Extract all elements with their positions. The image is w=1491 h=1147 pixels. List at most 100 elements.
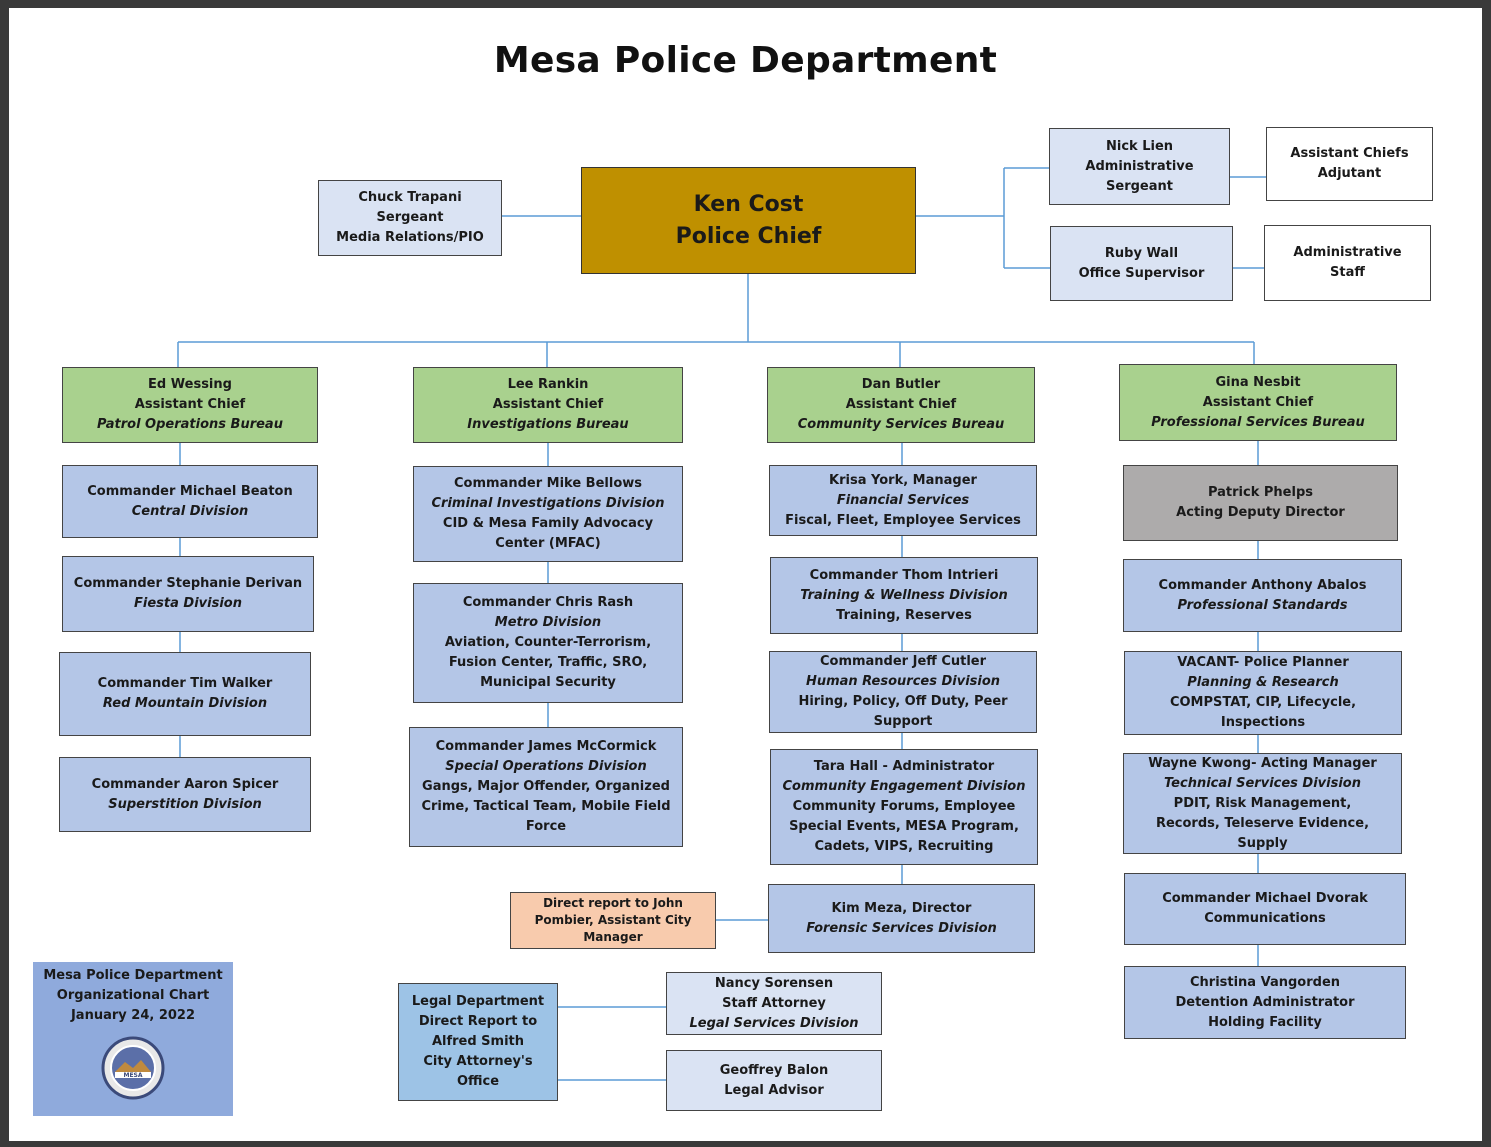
patrol-assistant-chief-box: Ed Wessing Assistant Chief Patrol Operat… bbox=[62, 367, 318, 443]
direct-report-box: Direct report to John Pombier, Assistant… bbox=[510, 892, 716, 949]
patrol-unit-box: Commander Aaron Spicer Superstition Divi… bbox=[59, 757, 311, 832]
administrator-name: Tara Hall - Administrator bbox=[813, 759, 995, 774]
division-name: Central Division bbox=[131, 503, 249, 519]
admin-sergeant-box: Nick Lien Administrative Sergeant bbox=[1049, 128, 1230, 205]
unit-detail: Hiring, Policy, Off Duty, Peer bbox=[798, 694, 1008, 709]
legal-line: Legal Department bbox=[411, 994, 545, 1009]
patrol-chief-title: Assistant Chief bbox=[134, 397, 246, 412]
commander-name: Commander Thom Intrieri bbox=[809, 567, 999, 583]
unit-detail: Training, Reserves bbox=[836, 607, 972, 623]
investigations-unit-box: Commander James McCormick Special Operat… bbox=[409, 727, 683, 847]
adjutant-line1: Assistant Chiefs bbox=[1290, 146, 1409, 161]
info-line: Organizational Chart bbox=[56, 988, 210, 1003]
community-unit-box: Commander Jeff Cutler Human Resources Di… bbox=[769, 651, 1037, 733]
unit-detail: Special Events, MESA Program, bbox=[789, 819, 1019, 834]
admin-sergeant-title: Administrative bbox=[1085, 158, 1194, 174]
division-name: Special Operations Division bbox=[445, 759, 647, 774]
chief-name: Ken Cost bbox=[693, 191, 804, 217]
investigations-chief-name: Lee Rankin bbox=[507, 377, 589, 392]
community-assistant-chief-box: Dan Butler Assistant Chief Community Ser… bbox=[767, 367, 1035, 443]
unit-detail: Gangs, Major Offender, Organized bbox=[422, 779, 670, 794]
legal-line: Office bbox=[456, 1074, 500, 1089]
direct-report-line: Manager bbox=[583, 930, 643, 944]
division-name: Professional Standards bbox=[1177, 597, 1348, 613]
unit-detail: Support bbox=[873, 714, 933, 729]
commander-name: Commander Aaron Spicer bbox=[91, 776, 279, 792]
unit-detail: Records, Teleserve Evidence, Supply bbox=[1155, 815, 1370, 851]
commander-name: Commander James McCormick bbox=[435, 739, 657, 754]
attorney-title: Staff Attorney bbox=[722, 995, 826, 1011]
professional-chief-name: Gina Nesbit bbox=[1215, 374, 1301, 390]
division-name: Superstition Division bbox=[108, 796, 262, 812]
investigations-bureau: Investigations Bureau bbox=[467, 417, 629, 432]
patrol-unit-box: Commander Michael Beaton Central Divisio… bbox=[62, 465, 318, 538]
chart-info-box: Mesa Police Department Organizational Ch… bbox=[33, 962, 233, 1116]
professional-assistant-chief-box: Gina Nesbit Assistant Chief Professional… bbox=[1119, 364, 1397, 441]
division-name: Legal Services Division bbox=[689, 1015, 859, 1031]
commander-name: Commander Michael Beaton bbox=[87, 483, 293, 499]
commander-name: Commander Jeff Cutler bbox=[819, 654, 987, 669]
advisor-name: Geoffrey Balon bbox=[719, 1062, 829, 1078]
unit-detail: Crime, Tactical Team, Mobile Field bbox=[421, 799, 671, 814]
commander-name: Commander Tim Walker bbox=[97, 676, 273, 691]
community-unit-box: Tara Hall - Administrator Community Enga… bbox=[770, 749, 1038, 865]
patrol-bureau: Patrol Operations Bureau bbox=[97, 417, 283, 432]
svg-text:MESA: MESA bbox=[123, 1072, 142, 1079]
manager-name: Wayne Kwong- Acting Manager bbox=[1148, 755, 1377, 771]
staff-attorney-box: Nancy Sorensen Staff Attorney Legal Serv… bbox=[666, 972, 882, 1035]
professional-unit-box: Commander Anthony Abalos Professional St… bbox=[1123, 559, 1402, 632]
deputy-title: Acting Deputy Director bbox=[1176, 505, 1345, 520]
unit-detail: Communications bbox=[1204, 911, 1326, 926]
deputy-name: Patrick Phelps bbox=[1207, 485, 1313, 500]
community-chief-title: Assistant Chief bbox=[845, 397, 957, 412]
unit-detail: Force bbox=[525, 819, 567, 834]
investigations-unit-box: Commander Chris Rash Metro Division Avia… bbox=[413, 583, 683, 703]
division-name: Forensic Services Division bbox=[806, 920, 997, 936]
investigations-unit-box: Commander Mike Bellows Criminal Investig… bbox=[413, 466, 683, 562]
unit-detail: Aviation, Counter-Terrorism, bbox=[444, 635, 652, 650]
investigations-chief-title: Assistant Chief bbox=[492, 397, 604, 412]
admin-staff-line2: Staff bbox=[1330, 265, 1365, 280]
unit-detail: Fusion Center, Traffic, SRO, bbox=[448, 655, 648, 670]
unit-detail: Cadets, VIPS, Recruiting bbox=[814, 839, 994, 854]
admin-sergeant-rank: Sergeant bbox=[1106, 178, 1173, 194]
police-seal-icon: MESA bbox=[101, 1036, 165, 1100]
pio-name: Chuck Trapani bbox=[358, 190, 462, 205]
patrol-unit-box: Commander Tim Walker Red Mountain Divisi… bbox=[59, 652, 311, 736]
pio-box: Chuck Trapani Sergeant Media Relations/P… bbox=[318, 180, 502, 256]
unit-detail: Center (MFAC) bbox=[495, 536, 601, 551]
direct-report-line: Direct report to John bbox=[543, 896, 683, 910]
patrol-chief-name: Ed Wessing bbox=[148, 377, 232, 392]
unit-detail: Fiscal, Fleet, Employee Services bbox=[785, 512, 1021, 528]
division-name: Financial Services bbox=[836, 492, 970, 508]
unit-detail: COMPSTAT, CIP, Lifecycle, bbox=[1169, 695, 1357, 710]
administrator-title: Detention Administrator bbox=[1175, 994, 1355, 1010]
admin-sergeant-name: Nick Lien bbox=[1105, 138, 1174, 154]
professional-chief-title: Assistant Chief bbox=[1202, 394, 1314, 410]
pio-rank: Sergeant bbox=[376, 210, 444, 225]
police-chief-box: Ken Cost Police Chief bbox=[581, 167, 916, 274]
unit-detail: PDIT, Risk Management, bbox=[1173, 795, 1352, 811]
community-bureau: Community Services Bureau bbox=[797, 417, 1005, 432]
info-line: Mesa Police Department bbox=[43, 968, 223, 983]
unit-detail: Community Forums, Employee bbox=[792, 799, 1016, 814]
unit-detail: CID & Mesa Family Advocacy bbox=[442, 516, 654, 531]
unit-detail: Municipal Security bbox=[480, 675, 616, 690]
division-name: Fiesta Division bbox=[134, 596, 242, 611]
legal-line: Direct Report to bbox=[418, 1014, 538, 1029]
info-date: January 24, 2022 bbox=[70, 1008, 196, 1023]
division-name: Criminal Investigations Division bbox=[431, 496, 665, 511]
division-name: Planning & Research bbox=[1187, 675, 1339, 690]
professional-unit-box: Commander Michael Dvorak Communications bbox=[1124, 873, 1406, 945]
forensic-services-box: Kim Meza, Director Forensic Services Div… bbox=[768, 884, 1035, 953]
attorney-name: Nancy Sorensen bbox=[714, 975, 834, 991]
professional-unit-box: Christina Vangorden Detention Administra… bbox=[1124, 966, 1406, 1039]
adjutant-box: Assistant Chiefs Adjutant bbox=[1266, 127, 1433, 201]
division-name: Training & Wellness Division bbox=[800, 587, 1008, 603]
planner-name: VACANT- Police Planner bbox=[1177, 655, 1349, 670]
legal-line: City Attorney's bbox=[423, 1054, 533, 1069]
direct-report-line: Pombier, Assistant City bbox=[534, 913, 692, 927]
division-name: Metro Division bbox=[494, 615, 602, 630]
adjutant-line2: Adjutant bbox=[1317, 166, 1382, 181]
division-name: Community Engagement Division bbox=[782, 779, 1026, 794]
